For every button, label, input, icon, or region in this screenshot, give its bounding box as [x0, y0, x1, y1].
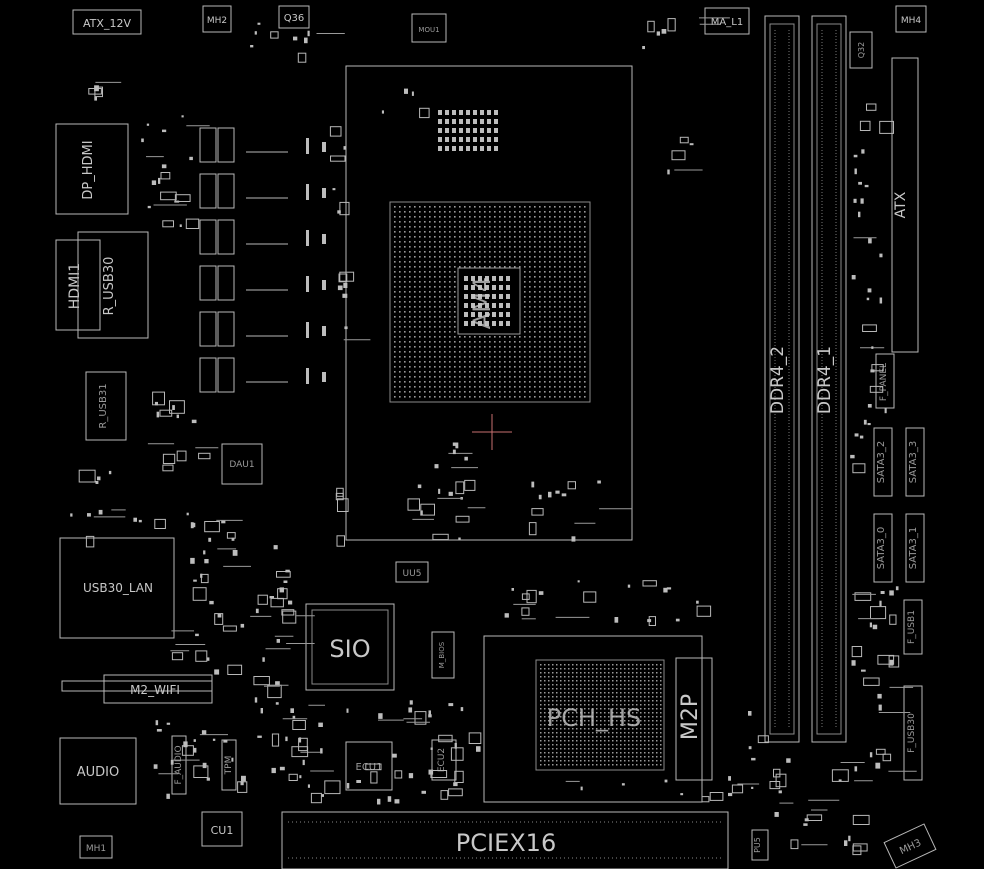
- pu5-label: PU5: [753, 837, 762, 853]
- atx-12v-connector: ATX_12V: [72, 9, 142, 35]
- small-components: [70, 17, 917, 856]
- cpu-center-pads: [464, 276, 510, 326]
- q36-label: Q36: [284, 13, 305, 24]
- ddr4-2-label: DDR4_2: [768, 346, 788, 414]
- mh2-label: MH2: [207, 16, 227, 26]
- f-usb30-label: F_USB30: [907, 713, 917, 753]
- usb30-lan-connector: USB30_LAN: [59, 537, 175, 639]
- atx-label: ATX: [893, 191, 909, 218]
- cu1-chip: CU1: [201, 811, 243, 847]
- audio-label: AUDIO: [77, 765, 120, 780]
- ddr4-slot-2: DDR4_2: [764, 15, 800, 743]
- sata3-0-port: SATA3_0: [873, 513, 893, 583]
- m-bios-label: M_BIOS: [438, 641, 446, 668]
- ecu2-label: ECU2: [437, 748, 447, 772]
- r-usb31-connector: R_USB31: [85, 371, 127, 441]
- ecu1-chip: ECU1: [345, 741, 393, 791]
- f-usb1-header: F_USB1: [903, 599, 923, 655]
- q32-label: Q32: [857, 42, 866, 58]
- mounting-hole-mh4: MH4: [895, 5, 927, 33]
- uu5-label: UU5: [403, 569, 422, 579]
- ma-l1-component: MA_L1: [704, 7, 750, 35]
- pch-hs-label: PCH_HS: [547, 704, 642, 732]
- cpu-pin-grid: [394, 206, 586, 398]
- dau1-label: DAU1: [229, 460, 254, 470]
- sata3-1-label: SATA3_1: [908, 527, 919, 570]
- mosfet-q32: Q32: [849, 31, 873, 69]
- ddr4-slot-1: DDR4_1: [811, 15, 847, 743]
- f-usb1-label: F_USB1: [907, 610, 917, 644]
- mh4-label: MH4: [901, 16, 922, 26]
- audio-connector: AUDIO: [59, 737, 137, 805]
- mosfet-q36: Q36: [278, 5, 310, 29]
- m-bios-chip: M_BIOS: [431, 631, 455, 679]
- sio-label: SIO: [329, 635, 370, 663]
- atx-12v-label: ATX_12V: [83, 17, 131, 30]
- sata3-3-label: SATA3_3: [908, 441, 919, 484]
- r-usb31-label: R_USB31: [98, 383, 109, 428]
- dp-hdmi-connector: DP_HDMI: [55, 123, 129, 215]
- mounting-hole-mh1: MH1: [79, 835, 113, 859]
- pch-heatsink: PCH_HS: [483, 635, 703, 803]
- ecu1-label: ECU1: [356, 762, 383, 773]
- r-usb30-connector: R_USB30: [77, 231, 149, 339]
- m2p-label: M2P: [678, 694, 703, 740]
- r-usb30-label: R_USB30: [102, 257, 117, 316]
- tpm-label: TPM: [224, 756, 234, 776]
- mou1-label: MOU1: [418, 26, 439, 34]
- sata3-2-label: SATA3_2: [876, 441, 887, 484]
- am4-label: AM4: [468, 277, 496, 329]
- f-panel-label: F_PANEL: [879, 363, 889, 401]
- pciex16-slot: PCIEX16: [281, 811, 729, 869]
- ddr4-1-label: DDR4_1: [815, 346, 835, 414]
- m2p-slot: M2P: [675, 657, 713, 781]
- sio-chip: SIO: [305, 603, 395, 691]
- uu5-chip: UU5: [395, 561, 429, 583]
- f-audio-label: F_AUDIO: [174, 745, 184, 784]
- f-usb30-header: F_USB30: [903, 685, 923, 781]
- chip-mou1: MOU1: [411, 13, 447, 43]
- sata3-0-label: SATA3_0: [876, 527, 887, 570]
- m2-wifi-label: M2_WIFI: [130, 683, 180, 697]
- hdmi1-label: HDMI1: [67, 263, 83, 309]
- ma-l1-label: MA_L1: [711, 17, 743, 28]
- sata3-2-port: SATA3_2: [873, 427, 893, 497]
- cpu-top-pad-array: [438, 110, 498, 151]
- vrm-inductors: [199, 127, 326, 393]
- mh1-label: MH1: [86, 844, 106, 854]
- pciex16-label: PCIEX16: [456, 829, 556, 857]
- m2-wifi-slot: M2_WIFI: [61, 674, 213, 704]
- dp-hdmi-label: DP_HDMI: [81, 140, 96, 199]
- cu1-label: CU1: [211, 824, 234, 837]
- atx-power-connector: ATX: [891, 57, 919, 353]
- sata3-3-port: SATA3_3: [905, 427, 925, 497]
- dau1-chip: DAU1: [221, 443, 263, 485]
- cpu-socket-am4: AM4: [345, 65, 633, 541]
- pch-pin-grid: [540, 664, 662, 766]
- usb30-lan-label: USB30_LAN: [83, 581, 153, 595]
- pu5-chip: PU5: [751, 829, 769, 861]
- sata3-1-port: SATA3_1: [905, 513, 925, 583]
- mounting-hole-mh2: MH2: [202, 5, 232, 33]
- tpm-header: TPM: [221, 739, 237, 791]
- f-audio-header: F_AUDIO: [171, 735, 187, 795]
